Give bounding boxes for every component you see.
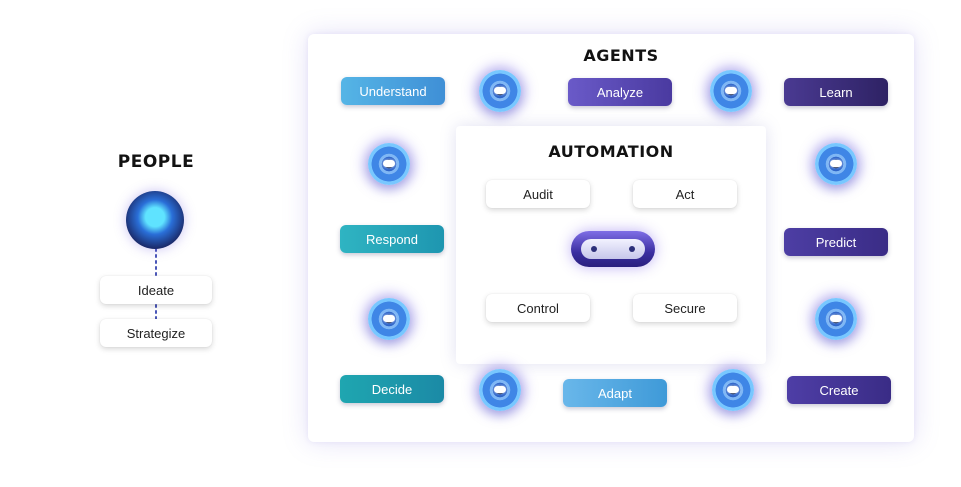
stage-ideate: Ideate [100, 276, 212, 304]
agent-node-icon-right-upper [815, 143, 857, 185]
agent-node-icon-bottom-left [479, 369, 521, 411]
agent-step-predict: Predict [784, 228, 888, 256]
automation-function-act: Act [633, 180, 737, 208]
agent-step-understand: Understand [341, 77, 445, 105]
agent-step-respond: Respond [340, 225, 444, 253]
automation-function-audit: Audit [486, 180, 590, 208]
hub-dot-left [591, 246, 597, 252]
hub-dot-right [629, 246, 635, 252]
agent-node-icon-top-left [479, 70, 521, 112]
agent-step-learn: Learn [784, 78, 888, 106]
agents-title: AGENTS [583, 46, 659, 65]
agent-node-icon-bottom-right [712, 369, 754, 411]
agent-step-create: Create [787, 376, 891, 404]
hub-inner-shape [581, 239, 645, 259]
people-title: PEOPLE [117, 152, 195, 172]
agent-step-adapt: Adapt [563, 379, 667, 407]
person-head-icon [126, 191, 184, 249]
automation-hub-icon [571, 231, 655, 267]
agent-node-icon-left-lower [368, 298, 410, 340]
automation-title: AUTOMATION [548, 142, 674, 161]
agent-step-decide: Decide [340, 375, 444, 403]
automation-function-control: Control [486, 294, 590, 322]
stage-strategize: Strategize [100, 319, 212, 347]
automation-function-secure: Secure [633, 294, 737, 322]
agent-node-icon-top-right [710, 70, 752, 112]
agent-node-icon-right-lower [815, 298, 857, 340]
agent-node-icon-left-upper [368, 143, 410, 185]
agent-step-analyze: Analyze [568, 78, 672, 106]
